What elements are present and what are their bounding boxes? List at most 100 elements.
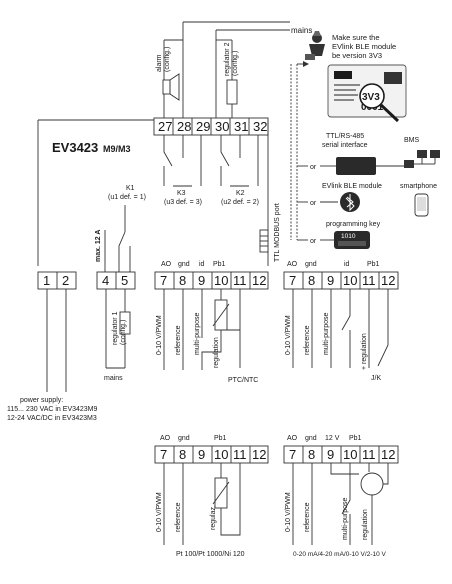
- terminal-1: 1: [43, 273, 50, 288]
- br-terminal-9: 9: [327, 447, 334, 462]
- terminal-11: 11: [233, 273, 247, 288]
- bottom-right-block: AO gnd 12 V Pb1 7 8 9 10 11 12 0-10 V/PW…: [283, 435, 399, 558]
- notice-line1: Make sure the: [332, 33, 380, 42]
- device-body: EV3423 M9/M3 K3 (u3 def. = 3) K2 (u2 def…: [37, 119, 281, 274]
- regulator2-label: regulator 2: [224, 42, 231, 76]
- rm-terminal-7: 7: [289, 273, 296, 288]
- terminal-10: 10: [214, 273, 228, 288]
- br-pb1-label: Pb1: [349, 435, 362, 442]
- rm-multi-purpose-label: multi-purpose: [323, 312, 330, 355]
- terminal-7: 7: [160, 273, 167, 288]
- terminal-2: 2: [62, 273, 69, 288]
- notice-line3: be version 3V3: [332, 51, 382, 60]
- bl-terminal-8: 8: [179, 447, 186, 462]
- notice-line2: EVlink BLE module: [332, 42, 396, 51]
- serial-interface-icon: [336, 157, 376, 175]
- device-model-suffix: M9/M3: [103, 144, 131, 154]
- regulator2-load: regulator 2 (config.): [224, 42, 239, 105]
- regulator1-resistor-icon: [119, 311, 131, 335]
- bottom-left-block: AO gnd Pb1 7 8 9 10 11 12 0-10 V/PWM ref…: [154, 435, 269, 558]
- power-supply-line2: 12-24 VAC/DC in EV3423M3: [7, 415, 97, 422]
- regulator1-config-label: (config.): [120, 320, 127, 345]
- right-accessories: Make sure the EVlink BLE module be versi…: [290, 31, 440, 249]
- serial-interface-label: serial interface: [322, 142, 368, 149]
- gnd-label: gnd: [178, 261, 190, 268]
- terminal-12: 12: [252, 273, 266, 288]
- magnifier-icon: [359, 83, 385, 109]
- resistor-icon: [226, 79, 238, 105]
- or-label-2: or: [310, 200, 317, 207]
- k2-default-label: (u2 def. = 2): [221, 199, 259, 206]
- bl-pb1-label: Pb1: [214, 435, 227, 442]
- or-label-1: or: [310, 164, 317, 171]
- programming-key-label: programming key: [326, 221, 381, 228]
- id-label: id: [199, 261, 205, 268]
- regulator1-wiring: regulator 1 (config.) mains: [104, 289, 131, 382]
- bl-reference-label: reference: [175, 502, 182, 532]
- k1-label: K1: [126, 185, 135, 192]
- terminal-28: 28: [177, 119, 191, 134]
- regulator2-config-label: (config.): [232, 51, 239, 76]
- power-supply-title: power supply:: [20, 397, 63, 404]
- rm-terminal-9: 9: [327, 273, 334, 288]
- terminal-9: 9: [198, 273, 205, 288]
- br-regulation-label: regulation: [362, 509, 369, 540]
- version-badge: 3V3: [362, 92, 380, 103]
- k1-default-label: (u1 def. = 1): [108, 194, 146, 201]
- br-12v-label: 12 V: [325, 435, 340, 442]
- br-multi-purpose-label: multi-purpose: [342, 497, 349, 540]
- bluetooth-icon: [345, 194, 355, 212]
- power-supply-line1: 115... 230 VAC in EV3423M9: [7, 406, 98, 413]
- rm-id-label: id: [344, 261, 350, 268]
- terminal-4: 4: [102, 273, 109, 288]
- k3-label: K3: [177, 190, 186, 197]
- ao-label: AO: [161, 261, 172, 268]
- rm-regulation-label: + regulation: [361, 333, 368, 370]
- bottom-terminal-block: AO gnd id Pb1 1 2 4 5 7 8 9 10 11 12: [37, 261, 269, 290]
- bl-ao-label: AO: [160, 435, 171, 442]
- bl-terminal-12: 12: [252, 447, 266, 462]
- br-0-10v-label: 0-10 V/PWM: [285, 492, 292, 532]
- alarm-buzzer-icon: [162, 79, 171, 95]
- br-ao-label: AO: [287, 435, 298, 442]
- rm-ao-label: AO: [287, 261, 298, 268]
- k2-label: K2: [236, 190, 245, 197]
- terminal-30: 30: [215, 119, 229, 134]
- br-terminal-11: 11: [362, 447, 376, 462]
- rm-pb1-label: Pb1: [367, 261, 380, 268]
- br-terminal-8: 8: [308, 447, 315, 462]
- bl-gnd-label: gnd: [178, 435, 190, 442]
- br-reference-label: reference: [304, 502, 311, 532]
- rm-terminal-8: 8: [308, 273, 315, 288]
- ttl-rs485-label: TTL/RS-485: [326, 133, 364, 140]
- max-current-label: max. 12 A: [95, 230, 102, 262]
- regulator1-label: regulator 1: [112, 311, 119, 345]
- main-io-wiring: 0-10 V/PWM reference multi-purpose regul…: [156, 289, 258, 384]
- bms-network-icon: [404, 150, 440, 168]
- main-reference-label: reference: [175, 325, 182, 355]
- alarm-label: alarm: [156, 54, 163, 72]
- rm-reference-label: reference: [304, 325, 311, 355]
- transducer-icon: [360, 472, 384, 496]
- terminal-29: 29: [196, 119, 210, 134]
- evlink-label: EVlink BLE module: [322, 183, 382, 190]
- rm-gnd-label: gnd: [305, 261, 317, 268]
- or-label-3: or: [310, 238, 317, 245]
- module-chip-icon: [384, 72, 402, 84]
- rm-terminal-10: 10: [343, 273, 357, 288]
- thermocouple-label: J/K: [371, 375, 381, 382]
- evlink-module-image: 0001 3V3: [327, 64, 407, 123]
- thermocouple-wire: [377, 289, 389, 367]
- alarm-config-label: (config.): [164, 47, 171, 72]
- bl-caption: Pt 100/Pt 1000/Ni 120: [176, 551, 245, 558]
- bl-regulaz-label: regulaz.: [210, 505, 217, 530]
- k3-default-label: (u3 def. = 3): [164, 199, 202, 206]
- speaker-icon: [169, 73, 180, 101]
- warning-person-icon: [305, 31, 325, 60]
- brand-logo-icon: [334, 71, 352, 79]
- main-regulation-label: regulation: [213, 337, 220, 368]
- power-supply-wiring: power supply: 115... 230 VAC in EV3423M9…: [7, 289, 98, 422]
- br-terminal-7: 7: [289, 447, 296, 462]
- bl-terminal-7: 7: [160, 447, 167, 462]
